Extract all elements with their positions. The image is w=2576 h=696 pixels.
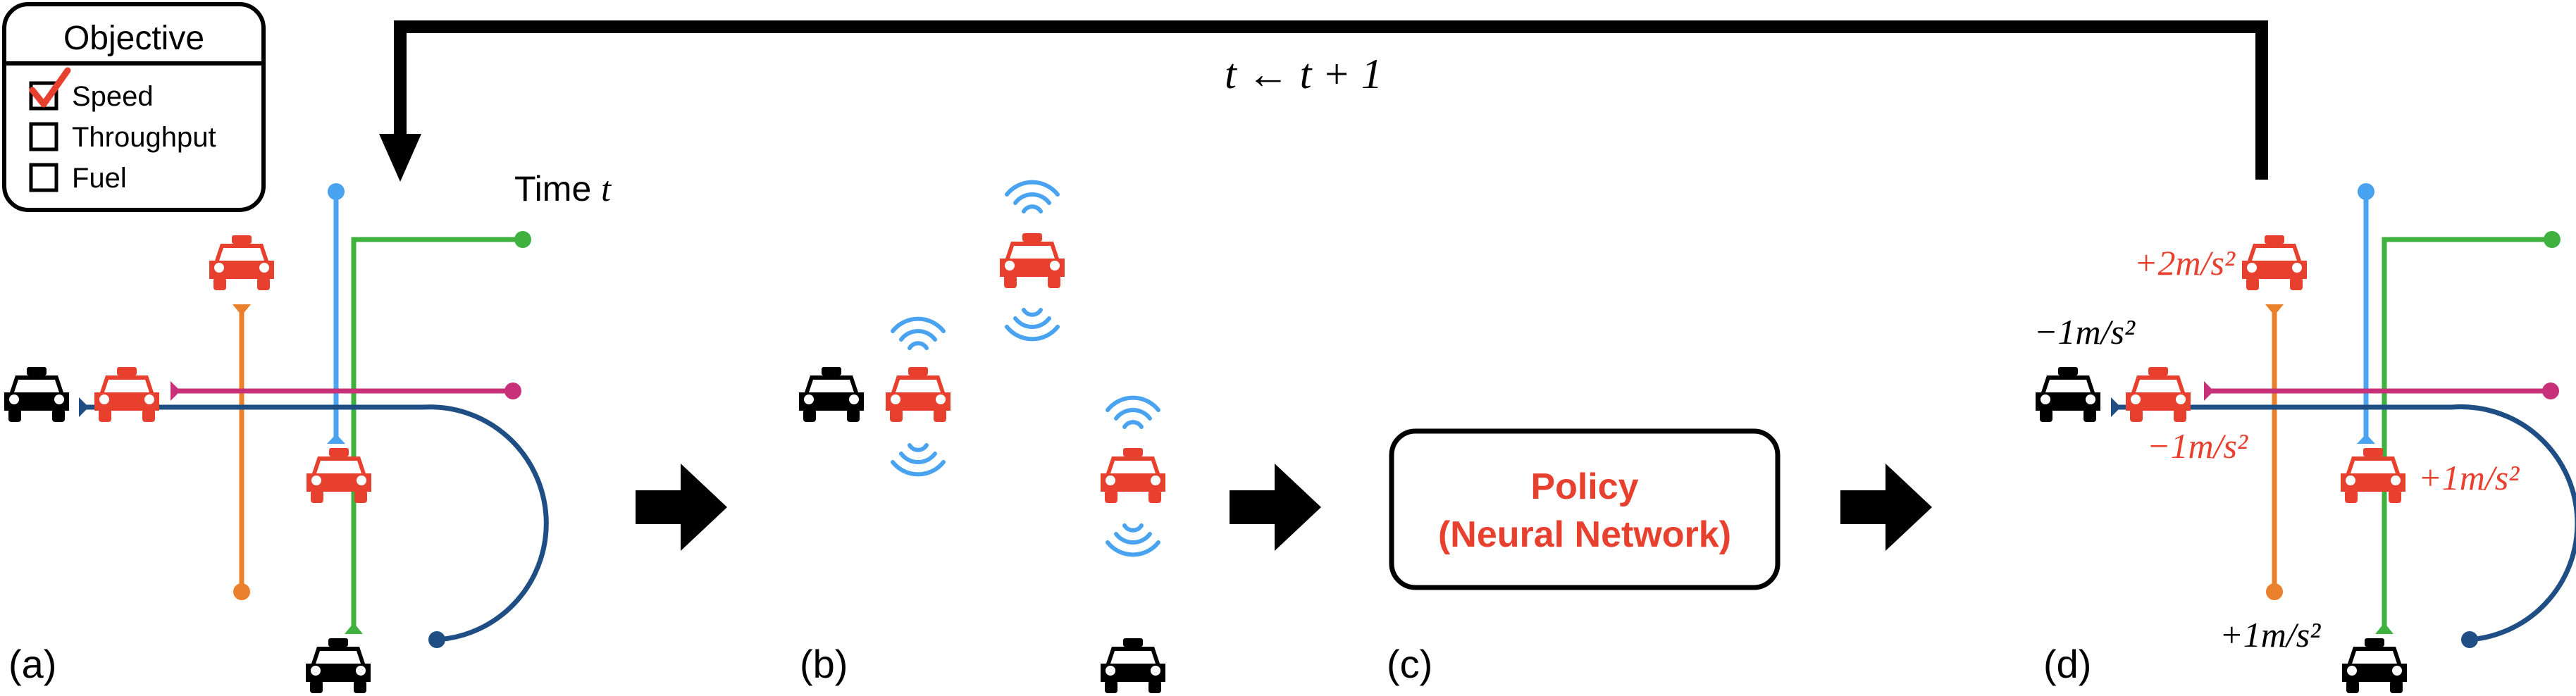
car-black-d-bottom	[2342, 638, 2407, 693]
car-red-b-top	[1000, 233, 1065, 288]
panel-label-a: (a)	[8, 642, 56, 686]
wifi-icon	[1108, 526, 1158, 554]
car-black-a-bottom	[306, 638, 371, 693]
objective-option-fuel[interactable]: Fuel	[29, 163, 127, 194]
car-red-a-center	[306, 448, 371, 503]
option-label-throughput: Throughput	[72, 122, 216, 153]
route-green	[351, 237, 521, 633]
wifi-icon	[893, 319, 943, 348]
policy-subtitle: (Neural Network)	[1438, 514, 1731, 555]
feedback-loop-arrow	[379, 20, 2268, 182]
car-black-b-bottom	[1101, 638, 1165, 693]
car-black-d-left	[2036, 367, 2100, 422]
flow-arrow-3	[1840, 464, 1932, 551]
wifi-icon	[1108, 398, 1158, 427]
intersection-d	[2111, 183, 2576, 648]
time-label: Time t	[514, 169, 612, 209]
car-red-d-left	[2126, 367, 2191, 422]
loop-label: t ← t + 1	[1225, 51, 1382, 97]
policy-title: Policy	[1530, 466, 1638, 507]
panel-label-b: (b)	[800, 642, 848, 686]
objective-panel: Objective Speed Throughput Fuel	[2, 2, 266, 212]
route-green	[2382, 237, 2549, 633]
route-navy	[2114, 404, 2576, 642]
objective-option-speed[interactable]: Speed	[29, 67, 154, 112]
option-label-fuel: Fuel	[72, 163, 127, 194]
wifi-icon	[893, 445, 943, 474]
action-label-left-upper: −1m/s²	[2034, 312, 2136, 352]
policy-box: Policy (Neural Network)	[1389, 428, 1781, 590]
wifi-icon	[1007, 310, 1058, 339]
car-red-a-top	[209, 235, 274, 290]
fuel-checkbox[interactable]	[29, 163, 58, 192]
option-label-speed: Speed	[72, 81, 154, 112]
car-red-b-center	[1101, 448, 1165, 503]
throughput-checkbox[interactable]	[29, 122, 58, 151]
action-label-center: +1m/s²	[2418, 458, 2520, 497]
objective-title: Objective	[63, 20, 204, 57]
car-red-a-left	[94, 367, 159, 422]
intersection-a	[79, 183, 549, 648]
route-navy	[82, 404, 549, 642]
flow-arrow-2	[1230, 464, 1321, 551]
car-black-a-left	[4, 367, 69, 422]
car-red-b-left	[886, 367, 950, 422]
car-red-d-center	[2341, 448, 2405, 503]
car-red-d-top	[2242, 235, 2307, 290]
action-label-left-lower: −1m/s²	[2147, 426, 2248, 466]
action-label-top: +2m/s²	[2134, 243, 2236, 282]
action-label-bottom: +1m/s²	[2219, 615, 2321, 654]
panel-label-c: (c)	[1387, 642, 1432, 686]
car-black-b	[799, 367, 864, 422]
wifi-icon	[1007, 182, 1058, 211]
panel-label-d: (d)	[2043, 642, 2091, 686]
checkmark-icon	[29, 67, 71, 108]
speed-checkbox[interactable]	[29, 81, 58, 111]
objective-option-throughput[interactable]: Throughput	[29, 122, 216, 153]
flow-arrow-1	[636, 464, 727, 551]
